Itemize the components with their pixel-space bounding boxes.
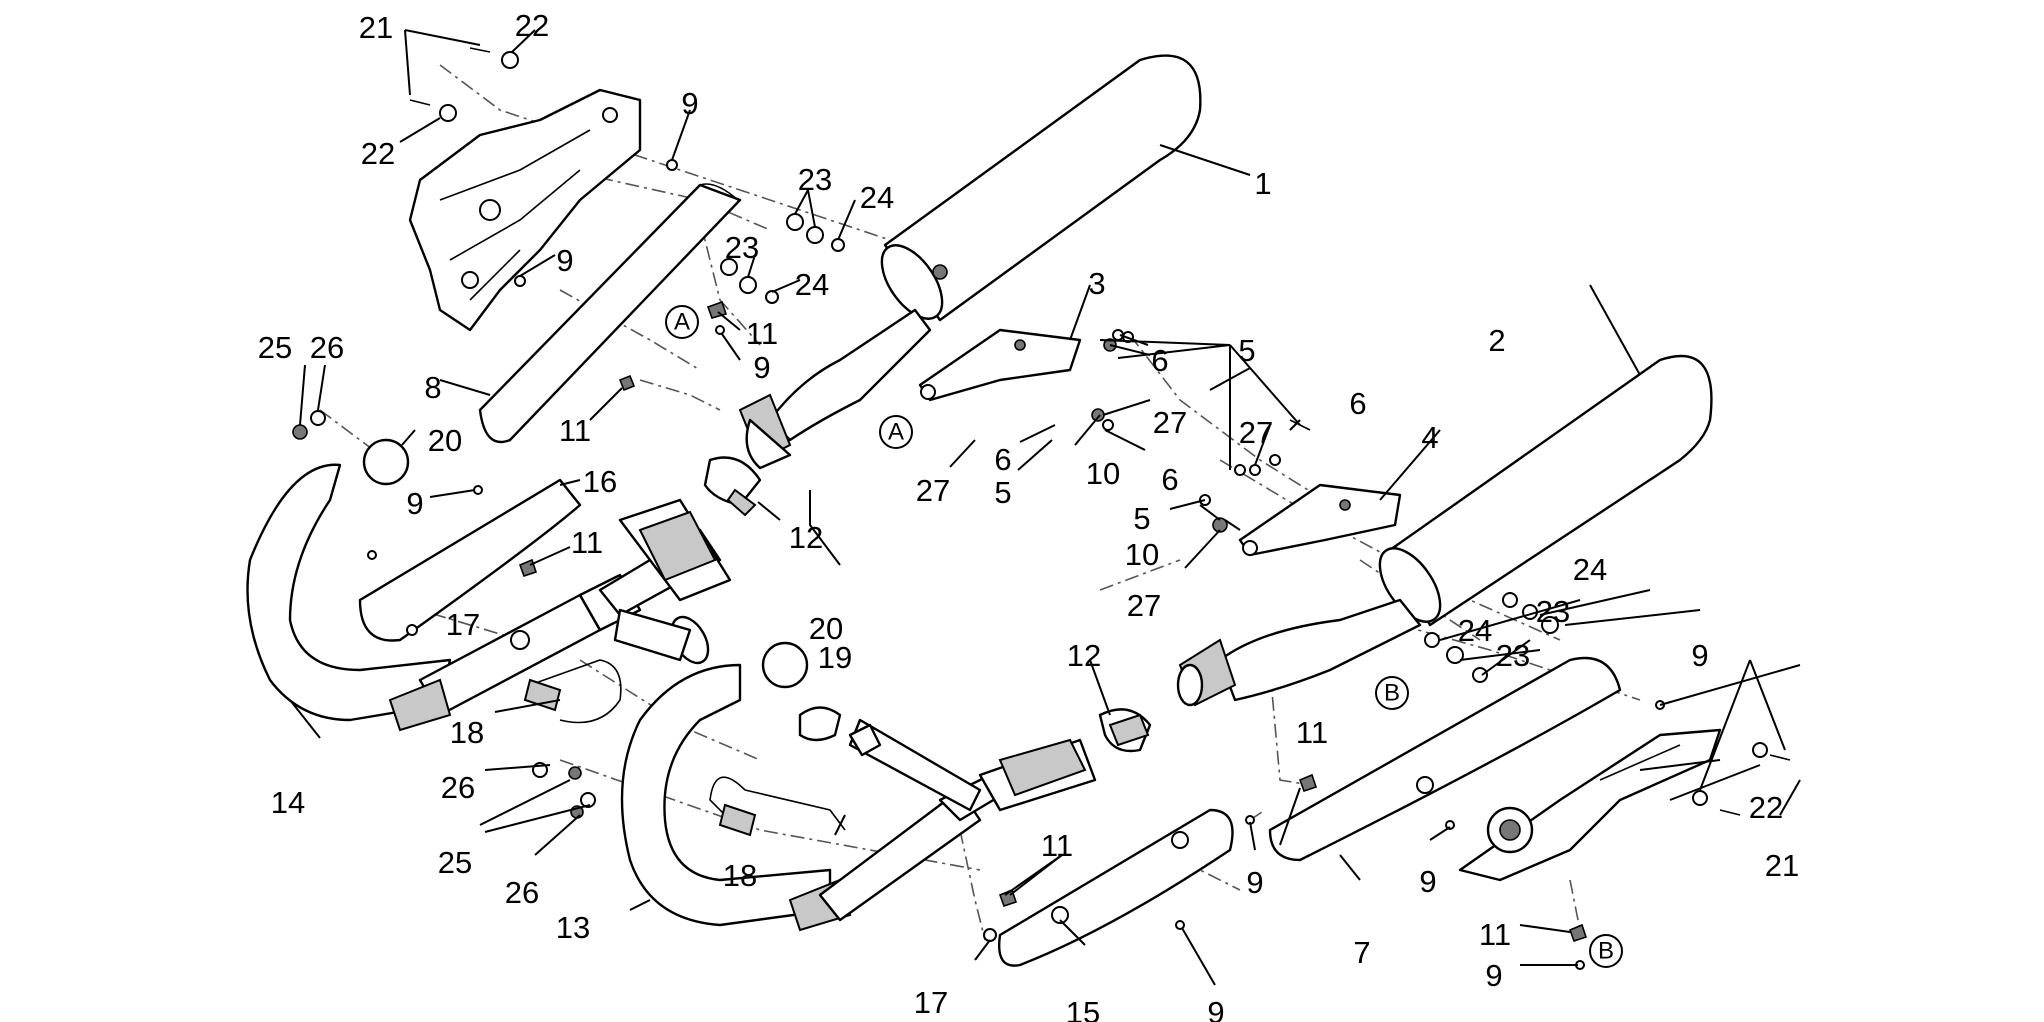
ref-circle-a1 — [665, 305, 699, 339]
callout-23: 23 — [798, 162, 832, 197]
ref-circle-b1 — [1375, 676, 1409, 710]
callout-10: 10 — [1086, 456, 1120, 491]
callout-12: 12 — [789, 520, 823, 555]
callout-11: 11 — [1296, 715, 1328, 750]
callout-19: 19 — [818, 640, 852, 675]
callout-5: 5 — [1238, 333, 1255, 368]
callout-20: 20 — [809, 611, 843, 646]
callout-10: 10 — [1125, 537, 1159, 572]
callout-27: 27 — [916, 473, 950, 508]
callout-9: 9 — [753, 350, 770, 385]
callout-9: 9 — [1419, 864, 1436, 899]
callout-9: 9 — [1691, 638, 1708, 673]
bracket-4 — [1238, 483, 1402, 557]
clamp-upper — [703, 456, 762, 517]
callout-27: 27 — [1239, 415, 1273, 450]
callout-9: 9 — [1485, 958, 1502, 993]
reference-marks — [665, 305, 1623, 968]
bracket-3 — [918, 328, 1082, 402]
callout-16: 16 — [583, 464, 617, 499]
callout-17: 17 — [914, 985, 948, 1020]
callout-18: 18 — [450, 715, 484, 750]
callout-9: 9 — [1246, 865, 1263, 900]
callout-5: 5 — [1133, 501, 1150, 536]
callout-27: 27 — [1153, 405, 1187, 440]
callout-9: 9 — [681, 86, 698, 121]
callout-3: 3 — [1088, 266, 1105, 301]
reference-letters: A A B B — [674, 308, 1614, 964]
callout-13: 13 — [556, 910, 590, 945]
callout-23: 23 — [1496, 638, 1530, 673]
callout-12: 12 — [1067, 638, 1101, 673]
callout-4: 4 — [1421, 420, 1438, 455]
callout-14: 14 — [271, 785, 305, 820]
clamp-19 — [798, 706, 842, 742]
reference-letter-b: B — [1598, 937, 1614, 964]
callout-22: 22 — [361, 136, 395, 171]
catalyst-upper — [618, 498, 732, 602]
lambda-sensor-upper — [523, 659, 622, 724]
callout-23: 23 — [1536, 594, 1570, 629]
callout-24: 24 — [1458, 613, 1492, 648]
callout-6: 6 — [1161, 462, 1178, 497]
callout-8: 8 — [424, 370, 441, 405]
callout-17: 17 — [446, 607, 480, 642]
callout-9: 9 — [556, 243, 573, 278]
callout-21: 21 — [1765, 848, 1799, 883]
header-pipe-13 — [620, 663, 1097, 932]
callout-24: 24 — [1573, 552, 1607, 587]
callout-21: 21 — [359, 10, 393, 45]
callout-15: 15 — [1066, 995, 1100, 1022]
callout-25: 25 — [438, 845, 472, 880]
callout-11: 11 — [1479, 917, 1511, 952]
callout-24: 24 — [795, 267, 829, 302]
reference-letter-a: A — [674, 308, 690, 335]
header-pipe-14 — [246, 463, 722, 732]
callout-11: 11 — [1041, 828, 1073, 863]
clamp-lower — [1098, 708, 1152, 753]
callout-11: 11 — [559, 413, 591, 448]
callout-9: 9 — [1207, 995, 1224, 1022]
heat-shield-7 — [1268, 656, 1622, 862]
ref-circle-a2 — [879, 415, 913, 449]
callout-6: 6 — [1151, 343, 1168, 378]
callout-22: 22 — [515, 8, 549, 43]
callout-23: 23 — [725, 230, 759, 265]
callout-6: 6 — [1349, 386, 1366, 421]
footrest-bracket-upper — [408, 88, 642, 332]
callout-20: 20 — [428, 423, 462, 458]
callout-27: 27 — [1127, 588, 1161, 623]
heat-shield-15 — [998, 808, 1234, 967]
callout-5: 5 — [994, 475, 1011, 510]
heat-shield-upper — [478, 183, 742, 444]
reference-letter-a: A — [888, 418, 904, 445]
callout-26: 26 — [505, 875, 539, 910]
ref-circle-b2 — [1589, 934, 1623, 968]
callout-25: 25 — [258, 330, 292, 365]
leader-lines — [289, 29, 1801, 986]
lambda-sensor-lower — [709, 776, 846, 837]
callout-24: 24 — [860, 180, 894, 215]
muffler-lower — [1176, 354, 1713, 707]
callout-26: 26 — [441, 770, 475, 805]
callout-7: 7 — [1353, 935, 1370, 970]
callout-6: 6 — [994, 442, 1011, 477]
callout-2: 2 — [1488, 323, 1505, 358]
muffler-upper — [738, 54, 1202, 470]
callout-26: 26 — [310, 330, 344, 365]
callout-11: 11 — [571, 525, 603, 560]
reference-letter-b: B — [1384, 679, 1400, 706]
heat-shield-16 — [358, 478, 582, 642]
callout-18: 18 — [723, 858, 757, 893]
hardware — [292, 47, 1791, 970]
callout-11: 11 — [746, 316, 778, 351]
callout-1: 1 — [1254, 166, 1271, 201]
callout-9: 9 — [406, 486, 423, 521]
callout-22: 22 — [1749, 790, 1783, 825]
